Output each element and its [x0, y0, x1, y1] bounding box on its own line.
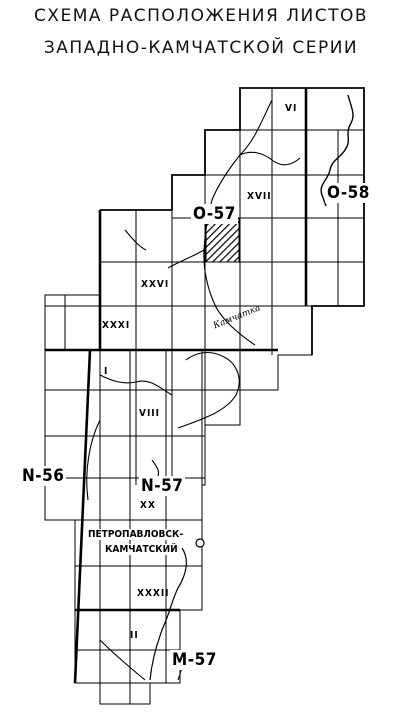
map-title-line1: СХЕМА РАСПОЛОЖЕНИЯ ЛИСТОВ [33, 6, 369, 26]
sheet-label-xx: XX [140, 500, 156, 511]
city-label-line1: ПЕТРОПАВЛОВСК- [86, 529, 186, 540]
coastline-south [149, 547, 187, 681]
sheet-label-viii: VIII [139, 408, 160, 419]
zone-label-o58: O-58 [325, 183, 372, 203]
sheet-label-vi: VI [285, 103, 298, 114]
hatched-sheet [205, 218, 240, 263]
sheet-grid-lines [44, 87, 365, 705]
zone-label-n56: N-56 [20, 466, 67, 486]
zone-label-o57: O-57 [191, 204, 238, 224]
sheet-label-xxvi: XXVI [141, 279, 170, 290]
zone-label-m57: M-57 [170, 650, 219, 670]
zone-boundaries [45, 88, 308, 684]
city-label-line2: КАМЧАТСКИЙ [103, 544, 180, 555]
city-marker [195, 538, 205, 548]
coastline [320, 94, 354, 207]
sheet-label-xvii: XVII [247, 191, 272, 202]
outer-boundary [100, 87, 365, 355]
zone-label-n57: N-57 [139, 476, 186, 496]
sheet-label-i: I [104, 366, 109, 377]
map-title-line2: ЗАПАДНО-КАМЧАТСКОЙ СЕРИИ [43, 38, 359, 58]
sheet-label-ii: II [130, 630, 139, 641]
sheet-label-xxxii: XXXII [137, 588, 170, 599]
sheet-label-xxxi: XXXI [102, 320, 131, 331]
